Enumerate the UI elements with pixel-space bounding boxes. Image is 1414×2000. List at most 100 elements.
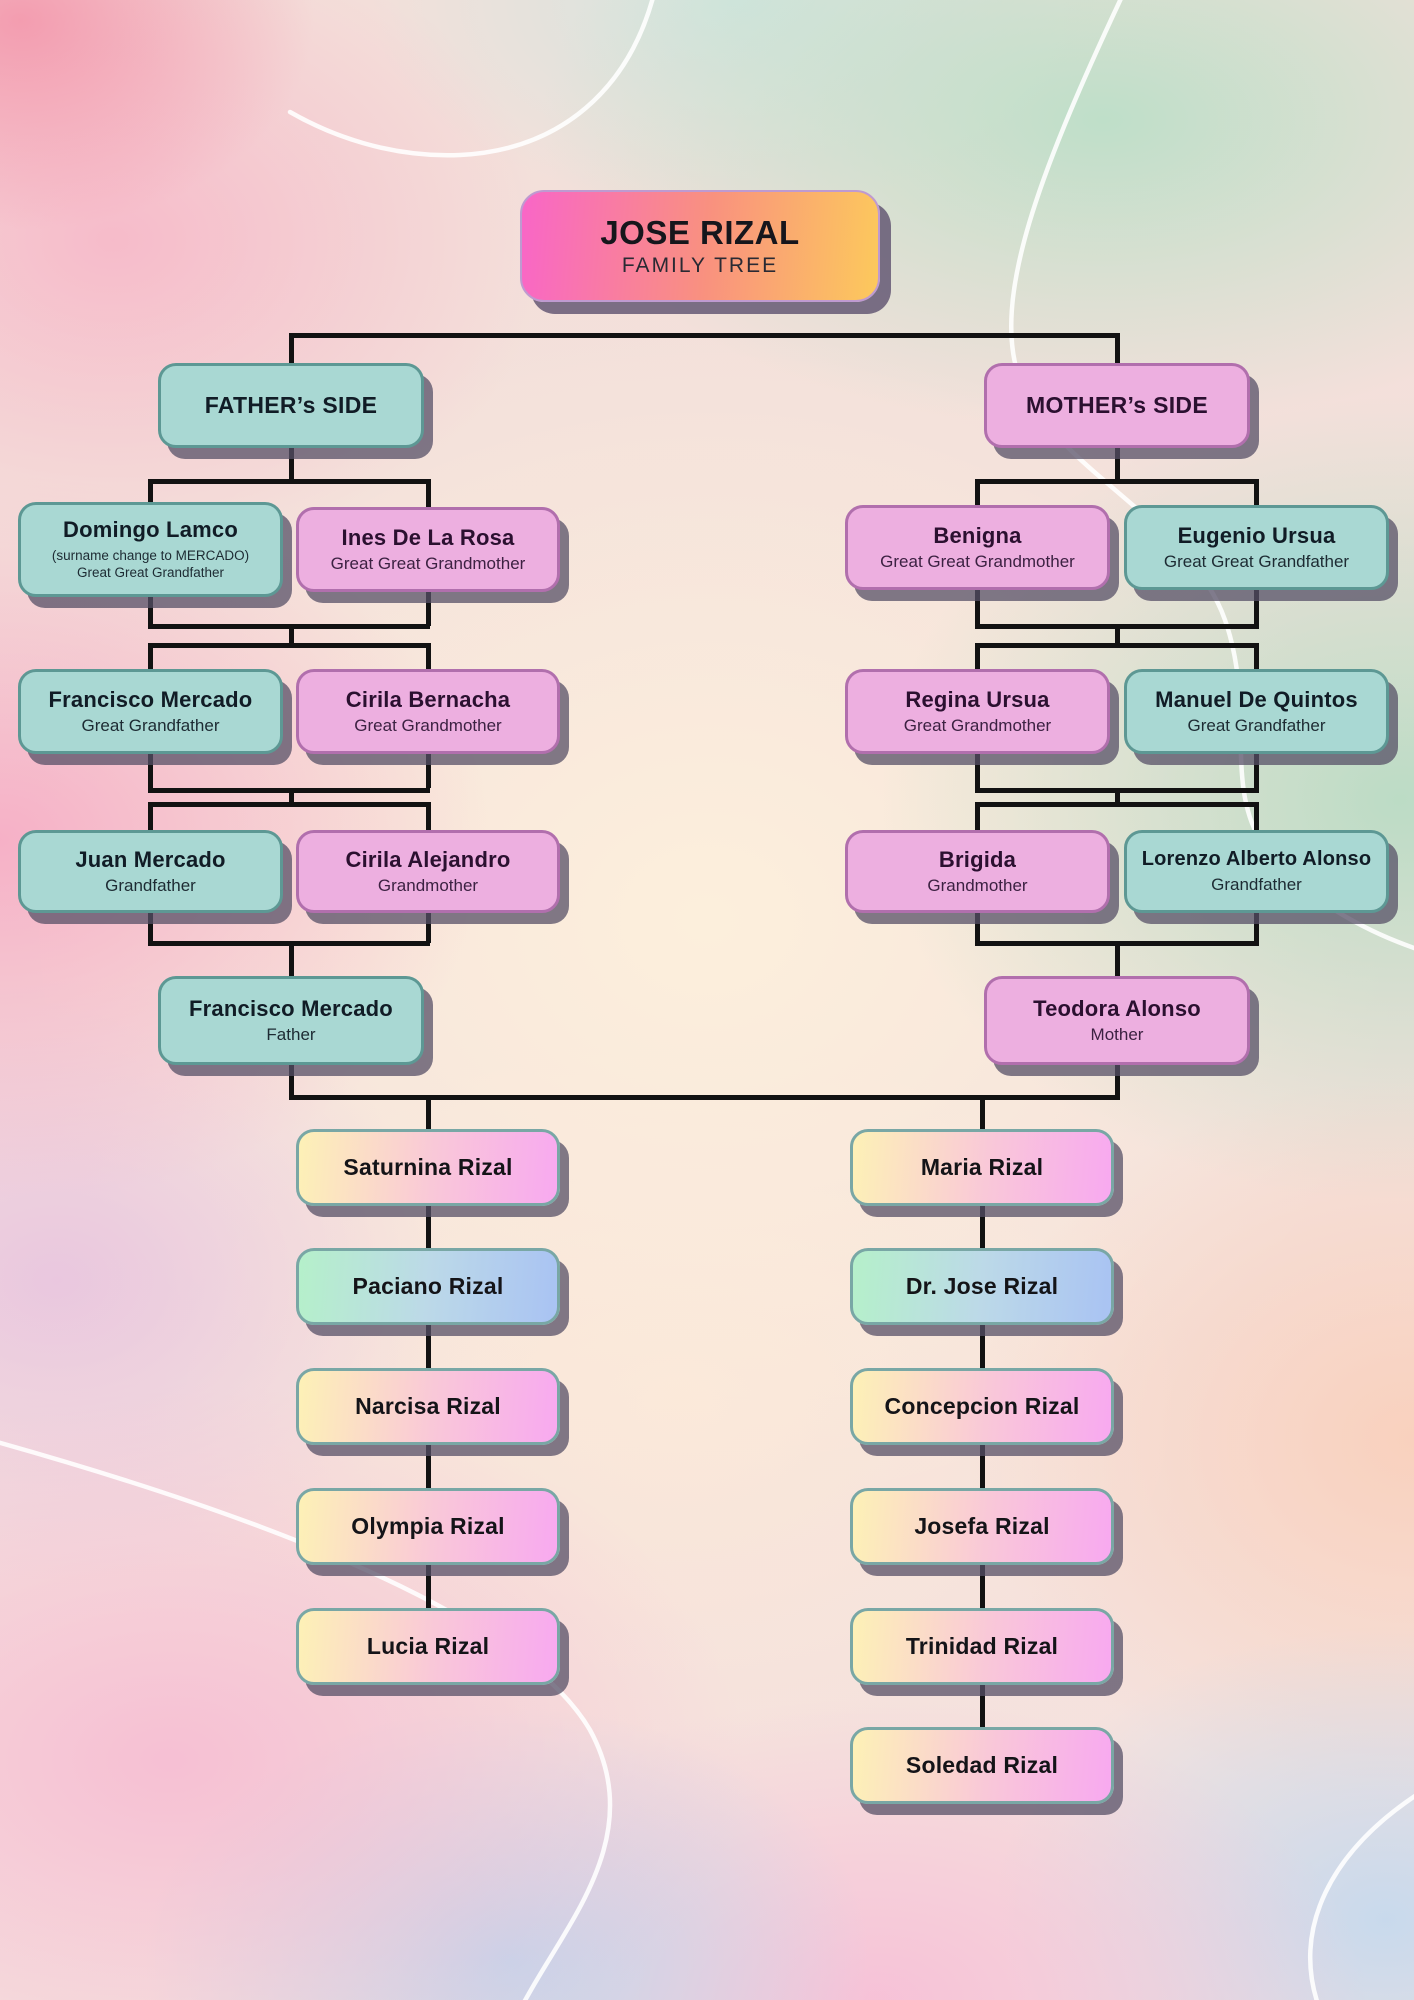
connector [148, 479, 430, 484]
node-ines-de-la-rosa: Ines De La Rosa Great Great Grandmother [296, 507, 560, 592]
person-name: Josefa Rizal [914, 1513, 1050, 1540]
person-name: Olympia Rizal [351, 1513, 505, 1540]
node-brigida: Brigida Grandmother [845, 830, 1110, 913]
connector [148, 802, 153, 830]
person-role: Father [266, 1024, 316, 1044]
connector [288, 1063, 294, 1100]
person-name: Francisco Mercado [189, 995, 393, 1021]
person-role: Great Grandmother [354, 715, 502, 735]
person-role: Grandmother [927, 875, 1028, 895]
title-subtitle: FAMILY TREE [621, 254, 779, 277]
person-role: Great Grandmother [903, 715, 1052, 735]
connector [975, 802, 1259, 807]
connector [425, 752, 431, 788]
connector [425, 643, 431, 669]
connector [1114, 624, 1120, 643]
node-cirila-alejandro: Cirila Alejandro Grandmother [296, 830, 560, 913]
person-name: Domingo Lamco [63, 517, 238, 543]
person-name: Trinidad Rizal [905, 1633, 1059, 1660]
connector [288, 788, 294, 807]
person-role: Great Grandfather [1187, 715, 1326, 735]
connector [1254, 643, 1259, 669]
node-domingo-lamco: Domingo Lamco (surname change to MERCADO… [18, 502, 283, 597]
connector [425, 1323, 431, 1370]
connector [975, 752, 980, 788]
person-name: Juan Mercado [75, 846, 226, 872]
person-role: Great Great Grandfather [1163, 551, 1350, 571]
connector [148, 643, 430, 648]
person-role: Grandfather [1211, 874, 1302, 894]
node-concepcion-rizal: Concepcion Rizal [850, 1368, 1114, 1445]
node-josefa-rizal: Josefa Rizal [850, 1488, 1114, 1565]
connector [979, 1563, 985, 1610]
connector [148, 802, 430, 807]
connector [148, 479, 153, 503]
person-name: Saturnina Rizal [343, 1154, 513, 1181]
person-name: Concepcion Rizal [884, 1393, 1080, 1420]
connector [1114, 448, 1120, 481]
node-narcisa-rizal: Narcisa Rizal [296, 1368, 560, 1445]
connector [425, 1563, 431, 1610]
connector [425, 590, 431, 626]
node-trinidad-rizal: Trinidad Rizal [850, 1608, 1114, 1685]
connector [1114, 1063, 1120, 1100]
person-name: Cirila Alejandro [345, 846, 511, 872]
person-role: Great Great Grandfather [76, 565, 225, 581]
node-paciano-rizal: Paciano Rizal [296, 1248, 560, 1325]
connector [975, 802, 980, 830]
connector [288, 941, 294, 976]
person-name: Teodora Alonso [1033, 995, 1201, 1021]
connector [425, 1095, 431, 1129]
connector [979, 1683, 985, 1729]
person-name: Lucia Rizal [366, 1633, 490, 1660]
connector [425, 802, 431, 830]
node-lucia-rizal: Lucia Rizal [296, 1608, 560, 1685]
header-mothers-side: MOTHER’s SIDE [984, 363, 1250, 448]
connector [979, 1204, 985, 1250]
connector [979, 1323, 985, 1370]
connector [148, 911, 153, 943]
connector [425, 479, 431, 507]
connector [425, 911, 431, 943]
node-manuel-de-quintos: Manuel De Quintos Great Grandfather [1124, 669, 1389, 754]
person-name: Lorenzo Alberto Alonso [1141, 847, 1372, 870]
node-cirila-bernacha: Cirila Bernacha Great Grandmother [296, 669, 560, 754]
connector [1254, 911, 1259, 943]
node-dr-jose-rizal: Dr. Jose Rizal [850, 1248, 1114, 1325]
connector [1254, 802, 1259, 830]
person-name: Paciano Rizal [352, 1273, 504, 1300]
connector [148, 595, 153, 626]
connector [148, 643, 153, 669]
node-lorenzo-alberto-alonso: Lorenzo Alberto Alonso Grandfather [1124, 830, 1389, 913]
header-label: MOTHER’s SIDE [1026, 392, 1208, 419]
header-fathers-side: FATHER’s SIDE [158, 363, 424, 448]
connector [288, 333, 294, 363]
header-label: FATHER’s SIDE [204, 392, 378, 419]
person-name: Brigida [938, 846, 1017, 872]
node-olympia-rizal: Olympia Rizal [296, 1488, 560, 1565]
person-role: Great Grandfather [81, 715, 220, 735]
node-regina-ursua: Regina Ursua Great Grandmother [845, 669, 1110, 754]
node-benigna: Benigna Great Great Grandmother [845, 505, 1110, 590]
node-maria-rizal: Maria Rizal [850, 1129, 1114, 1206]
person-name: Francisco Mercado [48, 686, 253, 712]
person-role: Mother [1090, 1024, 1144, 1044]
connector [975, 643, 980, 669]
person-role: Grandfather [105, 875, 196, 895]
node-teodora-alonso-mother: Teodora Alonso Mother [984, 976, 1250, 1065]
person-role: Grandmother [377, 875, 479, 895]
connector [975, 643, 1259, 648]
person-role: Great Great Grandmother [880, 551, 1075, 571]
node-eugenio-ursua: Eugenio Ursua Great Great Grandfather [1124, 505, 1389, 590]
person-name: Manuel De Quintos [1155, 686, 1358, 712]
connector [975, 479, 980, 506]
node-francisco-mercado-gg: Francisco Mercado Great Grandfather [18, 669, 283, 754]
connector [148, 752, 153, 788]
person-name: Cirila Bernacha [345, 686, 511, 712]
connector [975, 588, 980, 626]
tree-title: JOSE RIZAL FAMILY TREE [520, 190, 880, 302]
connector [288, 1095, 1120, 1100]
person-name: Narcisa Rizal [355, 1393, 501, 1420]
person-role: Great Great Grandmother [330, 553, 526, 573]
